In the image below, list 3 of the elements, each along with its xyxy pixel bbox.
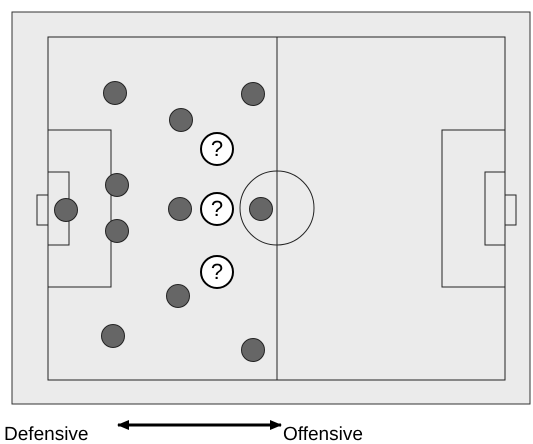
direction-label: Offensive (283, 424, 383, 444)
direction-label: Defensive (4, 424, 116, 444)
double-arrow (117, 420, 282, 430)
